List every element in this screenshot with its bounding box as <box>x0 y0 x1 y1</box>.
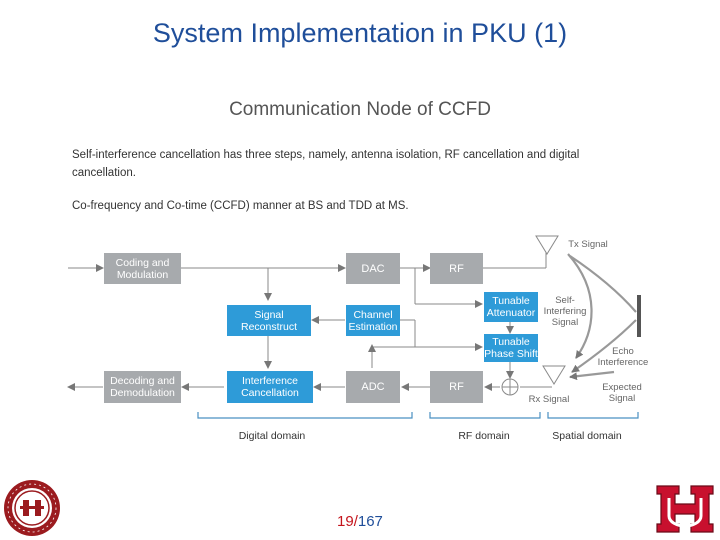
slide-title: System Implementation in PKU (1) <box>152 18 568 48</box>
digital-domain-label: Digital domain <box>238 430 306 442</box>
paragraph-self-interference: Self-interference cancellation has three… <box>72 146 579 182</box>
page-number: 19/167 <box>337 513 383 530</box>
self-interfering-signal-label: Self- Interfering Signal <box>543 295 587 328</box>
page-separator: / <box>353 513 358 530</box>
paragraph-line-2: cancellation. <box>72 167 136 179</box>
uh-interlocking-logo <box>656 485 714 533</box>
paragraph-ccfd: Co-frequency and Co-time (CCFD) manner a… <box>72 200 409 212</box>
page-current: 19 <box>337 513 354 530</box>
diagram-title: Communication Node of CCFD <box>229 99 491 120</box>
pku-seal-logo <box>4 480 60 536</box>
rf-rx-block: RF <box>430 371 483 403</box>
spatial-domain-label: Spatial domain <box>552 430 622 442</box>
rf-domain-label: RF domain <box>458 430 510 442</box>
expected-signal-label: Expected Signal <box>602 382 642 404</box>
rx-signal-label: Rx Signal <box>528 394 570 405</box>
paragraph-line-1: Self-interference cancellation has three… <box>72 149 580 161</box>
dac-block: DAC <box>346 253 400 284</box>
rf-tx-block: RF <box>430 253 483 284</box>
echo-interference-label: Echo Interference <box>597 346 649 368</box>
adc-block: ADC <box>346 371 400 403</box>
page-total: 167 <box>357 513 383 530</box>
tx-signal-label: Tx Signal <box>568 239 608 250</box>
